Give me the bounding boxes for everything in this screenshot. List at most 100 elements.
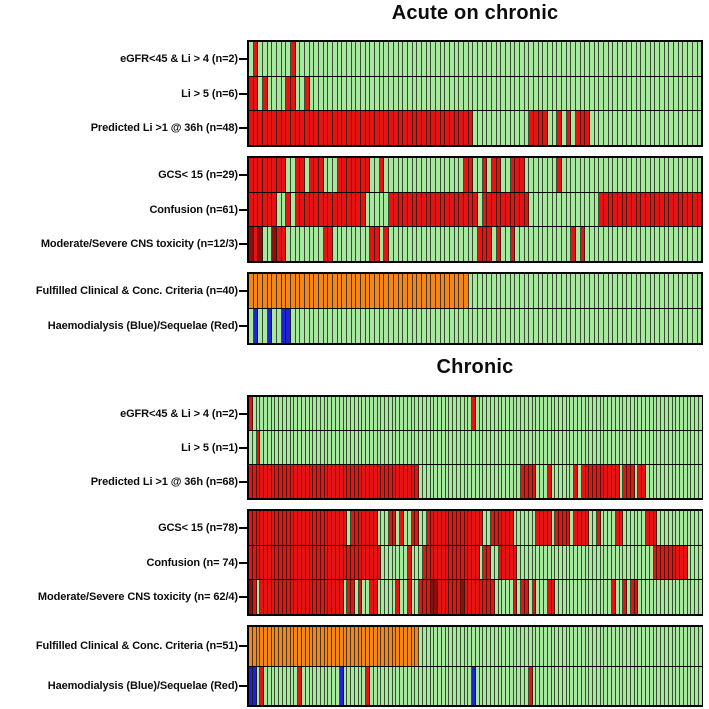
heatmap-cell bbox=[519, 158, 525, 192]
row-group bbox=[247, 272, 703, 345]
heatmap-cell bbox=[379, 227, 385, 262]
axis-tick bbox=[239, 561, 248, 564]
heatmap-cell bbox=[434, 580, 439, 615]
heatmap-cell bbox=[438, 666, 442, 705]
heatmap-cell bbox=[328, 76, 334, 111]
heatmap-cell bbox=[252, 545, 257, 580]
heatmap-cell bbox=[608, 76, 614, 111]
heatmap-cell bbox=[487, 465, 491, 498]
heatmap-cell bbox=[454, 76, 460, 111]
heatmap-cell bbox=[412, 111, 418, 146]
heatmap-cell bbox=[283, 666, 287, 705]
heatmap-cell bbox=[300, 227, 306, 262]
heatmap-cell bbox=[286, 76, 292, 111]
heatmap-cell bbox=[574, 465, 578, 498]
heatmap-cell bbox=[332, 511, 336, 545]
heatmap-cell bbox=[362, 397, 367, 430]
row-label: Predicted Li >1 @ 36h (n=48) bbox=[90, 122, 238, 135]
heatmap-cell bbox=[464, 431, 469, 464]
heatmap-cell bbox=[487, 511, 491, 545]
heatmap-cell bbox=[540, 545, 544, 580]
heatmap-cell bbox=[468, 397, 473, 430]
heatmap-cell bbox=[301, 627, 306, 666]
heatmap-cell bbox=[263, 227, 268, 262]
heatmap-cell bbox=[697, 192, 702, 227]
heatmap-cell bbox=[381, 397, 386, 430]
heatmap-cell bbox=[525, 545, 529, 580]
heatmap-cell bbox=[396, 397, 401, 430]
heatmap-cell bbox=[253, 192, 259, 227]
heatmap-cell bbox=[347, 666, 352, 705]
axis-tick bbox=[239, 92, 248, 95]
heatmap-cell bbox=[529, 274, 534, 308]
heatmap-cell bbox=[657, 431, 662, 464]
heatmap-cell bbox=[540, 511, 544, 545]
heatmap-cell bbox=[636, 76, 642, 111]
heatmap-cell bbox=[323, 42, 329, 76]
heatmap-cell bbox=[332, 397, 336, 430]
heatmap-cell bbox=[483, 580, 488, 615]
heatmap-cell bbox=[249, 111, 254, 146]
heatmap-cell bbox=[562, 192, 567, 227]
heatmap-cell bbox=[604, 227, 609, 262]
heatmap-cell bbox=[305, 309, 310, 343]
axis-tick bbox=[239, 325, 248, 327]
heatmap-cell bbox=[543, 76, 548, 111]
heatmap-cell bbox=[337, 76, 343, 111]
heatmap-cell bbox=[370, 545, 374, 580]
heatmap-cell bbox=[661, 397, 665, 430]
heatmap-cell bbox=[585, 511, 590, 545]
heatmap-cell bbox=[324, 580, 329, 615]
heatmap-cell bbox=[638, 465, 643, 498]
heatmap-cell bbox=[464, 511, 469, 545]
heatmap-cell bbox=[347, 627, 352, 666]
heatmap-cell bbox=[676, 511, 681, 545]
heatmap-cell bbox=[441, 431, 446, 464]
heatmap-cell bbox=[351, 666, 355, 705]
heatmap-cell bbox=[403, 227, 408, 262]
heatmap-cell bbox=[277, 227, 282, 262]
heatmap-cell bbox=[695, 545, 699, 580]
heatmap-cell bbox=[431, 227, 436, 262]
heatmap-cell bbox=[264, 627, 268, 666]
heatmap-cell bbox=[477, 42, 483, 76]
heatmap-cell bbox=[295, 227, 301, 262]
heatmap-cell bbox=[664, 111, 670, 146]
heatmap-cell bbox=[351, 192, 357, 227]
heatmap-cell bbox=[475, 431, 480, 464]
heatmap-cell bbox=[596, 545, 601, 580]
heatmap-cell bbox=[337, 274, 343, 308]
heatmap-cell bbox=[638, 431, 643, 464]
heatmap-cell bbox=[370, 309, 376, 343]
heatmap-cell bbox=[377, 511, 382, 545]
heatmap-cell bbox=[692, 227, 698, 262]
heatmap-cell bbox=[320, 580, 325, 615]
heatmap-cell bbox=[441, 666, 446, 705]
heatmap-cell bbox=[396, 627, 401, 666]
heatmap-cell bbox=[650, 227, 656, 262]
heatmap-cell bbox=[472, 511, 476, 545]
heatmap-cell bbox=[593, 511, 597, 545]
heatmap-cell bbox=[279, 666, 284, 705]
heatmap-cell bbox=[646, 227, 651, 262]
heatmap-cell bbox=[676, 397, 681, 430]
heatmap-cell bbox=[393, 158, 399, 192]
heatmap-cell bbox=[604, 274, 609, 308]
heatmap-cell bbox=[417, 42, 422, 76]
heatmap-cell bbox=[342, 42, 348, 76]
heatmap-cell bbox=[260, 511, 265, 545]
heatmap-cell bbox=[422, 465, 427, 498]
heatmap-cell bbox=[333, 158, 338, 192]
heatmap-cell bbox=[454, 274, 460, 308]
heatmap-cell bbox=[335, 545, 340, 580]
heatmap-cell bbox=[319, 158, 324, 192]
heatmap-cell bbox=[612, 545, 616, 580]
heatmap-cell bbox=[272, 111, 278, 146]
heatmap-cell bbox=[411, 580, 416, 615]
heatmap-cell bbox=[487, 111, 492, 146]
heatmap-cell bbox=[281, 42, 287, 76]
heatmap-cell bbox=[294, 465, 299, 498]
heatmap-cell bbox=[577, 397, 582, 430]
heatmap-cell bbox=[358, 580, 363, 615]
heatmap-cell bbox=[365, 274, 371, 308]
